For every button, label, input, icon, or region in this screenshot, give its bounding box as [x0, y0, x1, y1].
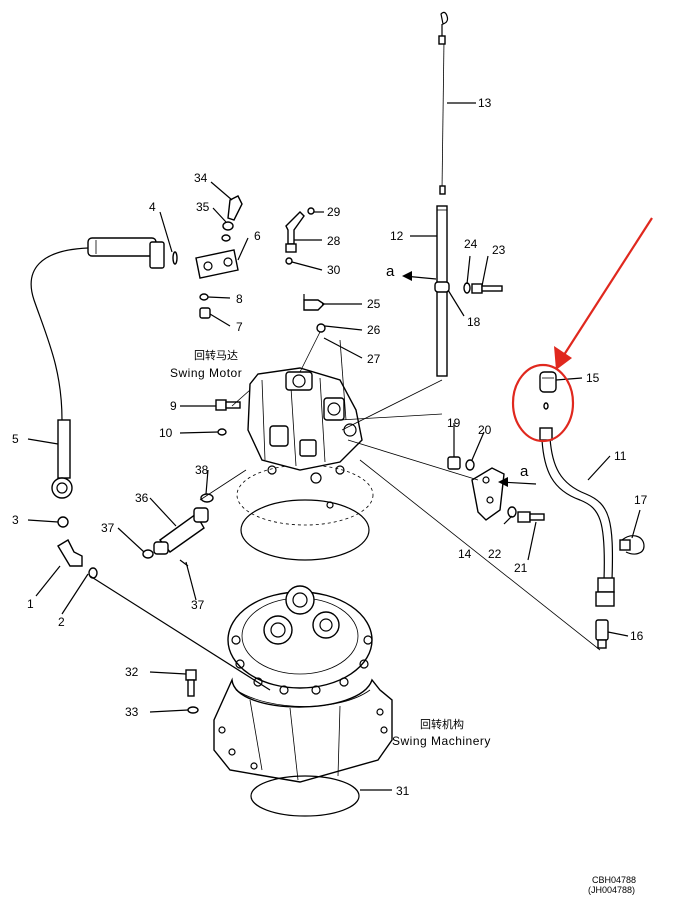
label-22: 22	[488, 547, 502, 561]
swing-machinery[interactable]	[213, 585, 393, 783]
swing-motor[interactable]	[236, 367, 374, 561]
pipe-11[interactable]	[539, 427, 615, 607]
oring-29[interactable]	[307, 207, 315, 215]
label-17: 17	[634, 493, 648, 507]
elbow-25[interactable]	[303, 294, 326, 311]
label-12: 12	[390, 229, 404, 243]
label-34: 34	[194, 171, 208, 185]
label-15: 15	[586, 371, 600, 385]
bolt-9[interactable]	[215, 399, 241, 411]
label-36: 36	[135, 491, 149, 505]
swing-motor-caption-cn: 回转马达	[194, 348, 238, 362]
view-arrow-a-bracket	[498, 477, 537, 487]
washer-35[interactable]	[221, 221, 234, 242]
label-6: 6	[254, 229, 261, 243]
cap-15[interactable]	[539, 371, 557, 410]
bolt-23[interactable]	[471, 283, 503, 294]
label-35: 35	[196, 200, 210, 214]
elbow-28[interactable]	[285, 211, 305, 253]
swing-machinery-caption-cn: 回转机构	[420, 717, 464, 731]
washer-10[interactable]	[217, 428, 227, 436]
plug-36[interactable]	[153, 507, 209, 555]
elbow-16[interactable]	[595, 619, 609, 649]
label-26: 26	[367, 323, 381, 337]
label-5: 5	[12, 432, 19, 446]
label-10: 10	[159, 426, 173, 440]
bolt-32[interactable]	[185, 669, 197, 697]
block-6[interactable]	[195, 249, 239, 279]
label-16: 16	[630, 629, 644, 643]
label-30: 30	[327, 263, 341, 277]
clip-17[interactable]	[619, 535, 645, 555]
oring-31[interactable]	[250, 775, 360, 817]
label-7: 7	[236, 320, 243, 334]
part-labels: 13 12 24 23 18 34 35 4 6 8 7 29 28 30 25…	[12, 96, 648, 798]
oring-4[interactable]	[172, 251, 178, 265]
label-8: 8	[236, 292, 243, 306]
oring-26[interactable]	[316, 323, 326, 333]
bracket-14[interactable]	[471, 467, 505, 521]
label-33: 33	[125, 705, 139, 719]
label-14: 14	[458, 547, 472, 561]
oring-37[interactable]	[142, 549, 154, 559]
washer-24[interactable]	[463, 282, 471, 294]
label-27: 27	[367, 352, 381, 366]
label-32: 32	[125, 665, 139, 679]
highlight-marker	[511, 217, 653, 443]
label-2: 2	[58, 615, 65, 629]
label-37-bottom: 37	[191, 598, 205, 612]
swing-machinery-caption-en: Swing Machinery	[392, 734, 491, 748]
label-4: 4	[149, 200, 156, 214]
label-20: 20	[478, 423, 492, 437]
label-24: 24	[464, 237, 478, 251]
label-38: 38	[195, 463, 209, 477]
label-1: 1	[27, 597, 34, 611]
label-13: 13	[478, 96, 492, 110]
washer-20[interactable]	[465, 459, 475, 471]
oring-8[interactable]	[199, 293, 209, 301]
oring-30[interactable]	[285, 257, 293, 265]
elbow-1[interactable]	[57, 539, 83, 567]
bolt-21[interactable]	[517, 511, 545, 523]
plug-7[interactable]	[199, 307, 211, 319]
washer-33[interactable]	[187, 706, 199, 714]
dipstick-13[interactable]	[438, 11, 449, 195]
label-3: 3	[12, 513, 19, 527]
washer-22[interactable]	[507, 506, 517, 518]
label-21: 21	[514, 561, 528, 575]
oring-38[interactable]	[200, 493, 214, 503]
leader-lines	[27, 102, 641, 791]
label-25: 25	[367, 297, 381, 311]
drawing-code: CBH04788	[592, 875, 636, 885]
swing-motor-caption-en: Swing Motor	[170, 366, 242, 380]
label-37-left: 37	[101, 521, 115, 535]
elbow-34[interactable]	[227, 195, 243, 221]
label-9: 9	[170, 399, 177, 413]
label-29: 29	[327, 205, 341, 219]
label-31: 31	[396, 784, 410, 798]
view-letter-a-top: a	[386, 263, 395, 280]
nut-19[interactable]	[447, 456, 461, 470]
drawing-code-alt: (JH004788)	[588, 885, 635, 895]
label-18: 18	[467, 315, 481, 329]
oring-3[interactable]	[57, 516, 69, 528]
label-23: 23	[492, 243, 506, 257]
gauge-pipe-12[interactable]	[434, 205, 450, 377]
label-19: 19	[447, 416, 461, 430]
hose-5[interactable]	[30, 237, 165, 499]
view-letter-a-bracket: a	[520, 463, 529, 480]
view-arrow-a-top	[402, 271, 437, 281]
label-11: 11	[614, 449, 627, 463]
label-28: 28	[327, 234, 341, 248]
